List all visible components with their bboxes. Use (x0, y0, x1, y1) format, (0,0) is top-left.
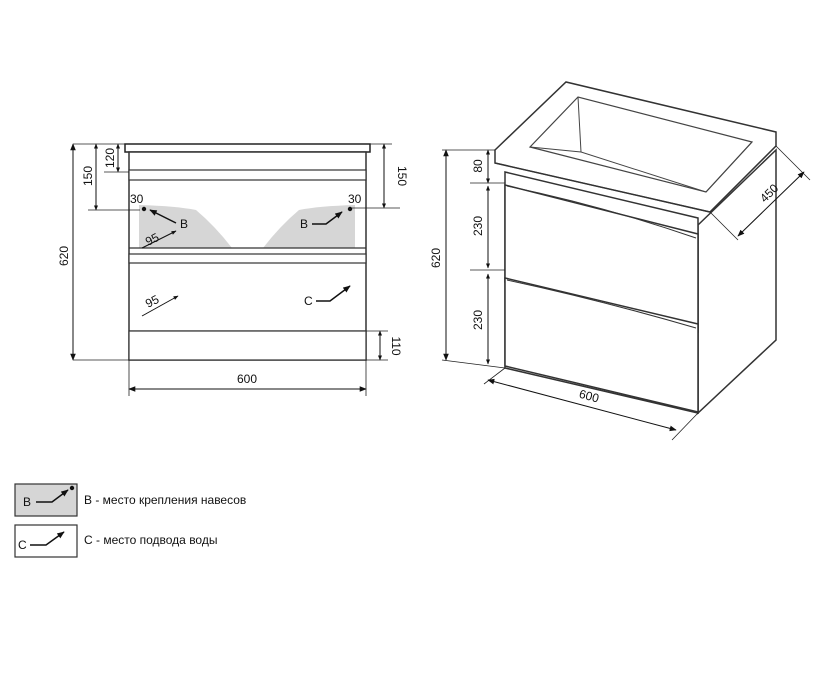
legend-item-c: C C - место подвода воды (14, 524, 217, 558)
front-dim-110: 110 (389, 336, 403, 355)
front-upper-rail (128, 169, 367, 181)
iso-dim-230-lower: 230 (471, 310, 485, 330)
iso-dim-80: 80 (471, 159, 485, 173)
front-dim-600: 600 (237, 372, 257, 386)
front-dim-150-left: 150 (81, 166, 95, 186)
front-dim-95-upper: 95 (143, 230, 162, 249)
legend-c-text: C - место подвода воды (84, 533, 217, 547)
front-countertop (124, 143, 371, 153)
iso-dim-230-upper: 230 (471, 216, 485, 236)
mark-c: C (304, 294, 313, 308)
mark-b-right: B (300, 217, 308, 231)
iso-dim-600: 600 (578, 387, 601, 406)
front-dim-95-lower: 95 (143, 292, 162, 311)
mark-b-left: B (180, 217, 188, 231)
front-dim-30-left: 30 (130, 192, 144, 206)
front-view: 620 150 120 150 30 30 B B 95 95 C (57, 143, 409, 396)
front-lower-rail (128, 253, 367, 264)
front-dim-620: 620 (57, 246, 71, 266)
iso-drawer-2 (504, 277, 699, 413)
front-dim-30-right: 30 (348, 192, 362, 206)
legend-item-b: B B - место крепления навесов (14, 483, 246, 517)
hanging-zone-right (263, 205, 355, 248)
legend-c-symbol: C (18, 538, 27, 552)
iso-dim-620: 620 (429, 248, 443, 268)
legend-b-text: B - место крепления навесов (84, 493, 246, 507)
front-dim-150-right: 150 (395, 166, 409, 186)
iso-view: 620 80 230 230 450 600 (429, 81, 811, 441)
front-dim-120: 120 (103, 148, 117, 168)
legend: B B - место крепления навесов C C - мест… (14, 483, 246, 558)
legend-b-symbol: B (23, 495, 31, 509)
